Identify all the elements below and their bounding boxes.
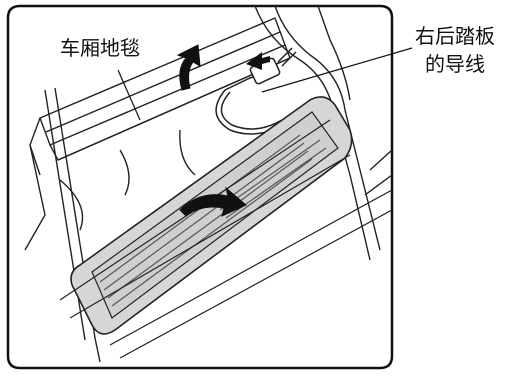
carpet-leader-line [117,69,141,121]
pull-arrow-icon [246,52,270,70]
wire-label: 右后踏板 的导线 [415,22,495,78]
wire-leader-line [261,47,413,93]
wire-harness [215,47,297,135]
remove-plate-arrow-icon [179,186,247,217]
lift-arrow-icon [176,44,201,91]
wire-label-line2: 的导线 [425,52,485,76]
carpet-label: 车厢地毯 [60,36,140,60]
wire-label-line1: 右后踏板 [415,24,495,48]
